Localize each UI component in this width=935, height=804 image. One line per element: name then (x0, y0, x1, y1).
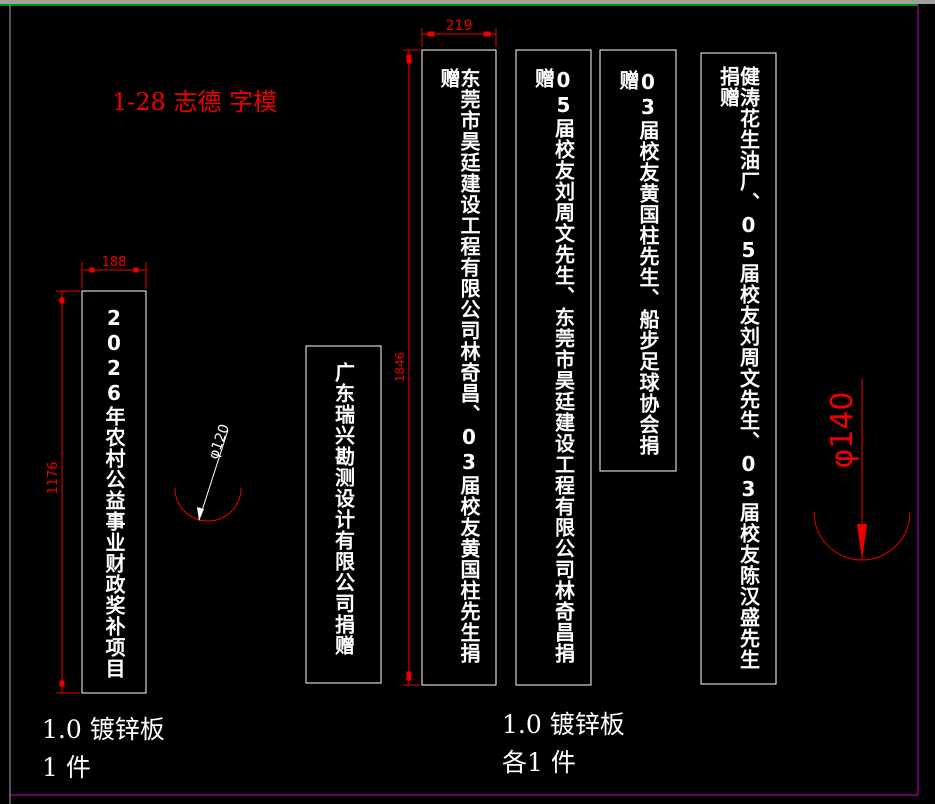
panel-4-outline[interactable] (515, 49, 592, 686)
panel-6-outline[interactable] (700, 52, 777, 685)
panel-3-text: 东莞市昊廷建设工程有限公司林奇昌、03届校友黄国柱先生捐赠 (437, 68, 481, 664)
dimension-label-1846: 1846 (393, 352, 407, 383)
panel-1-text: 2026年农村公益事业财政奖补项目 (102, 306, 126, 679)
panel-6-text: 健涛花生油厂、05届校友刘周文先生、03届校友陈汉盛先生捐赠 (716, 66, 761, 670)
panel-2-outline[interactable] (305, 345, 382, 684)
leader-arrow-icon (197, 507, 204, 521)
drawing-title: 1-28 志德 字模 (112, 88, 278, 116)
hole-label-120: φ120 (206, 422, 233, 461)
panel-1-outline[interactable] (81, 290, 147, 694)
right-quantity-note: 各1 件 (502, 748, 576, 777)
hole-label-140: φ140 (825, 391, 860, 468)
left-quantity-note: 1 件 (42, 753, 91, 782)
panel-3-outline[interactable] (421, 49, 497, 686)
dimension-height-2 (403, 49, 420, 686)
panel-5-outline[interactable] (599, 49, 677, 472)
panel-5-text: 03届校友黄国柱先生、船步足球协会捐赠 (616, 70, 660, 456)
right-material-note: 1.0 镀锌板 (502, 710, 625, 739)
panel-2-text: 广东瑞兴勘测设计有限公司捐赠 (331, 362, 356, 656)
dimension-label-219: 219 (446, 18, 473, 34)
dimension-label-1176: 1176 (46, 461, 61, 494)
dimension-width-1 (81, 262, 147, 289)
left-material-note: 1.0 镀锌板 (42, 715, 165, 744)
hole-leader-120 (198, 429, 229, 521)
dimension-label-188: 188 (102, 255, 127, 270)
leader-arrow-icon (857, 524, 867, 560)
top-toolbar-strip (0, 0, 935, 4)
dimension-height-1 (56, 290, 80, 694)
panel-4-text: 05届校友刘周文先生、东莞市昊廷建设工程有限公司林奇昌捐赠 (531, 68, 576, 664)
dimension-width-2 (421, 28, 497, 47)
hole-arc-120 (174, 487, 242, 522)
